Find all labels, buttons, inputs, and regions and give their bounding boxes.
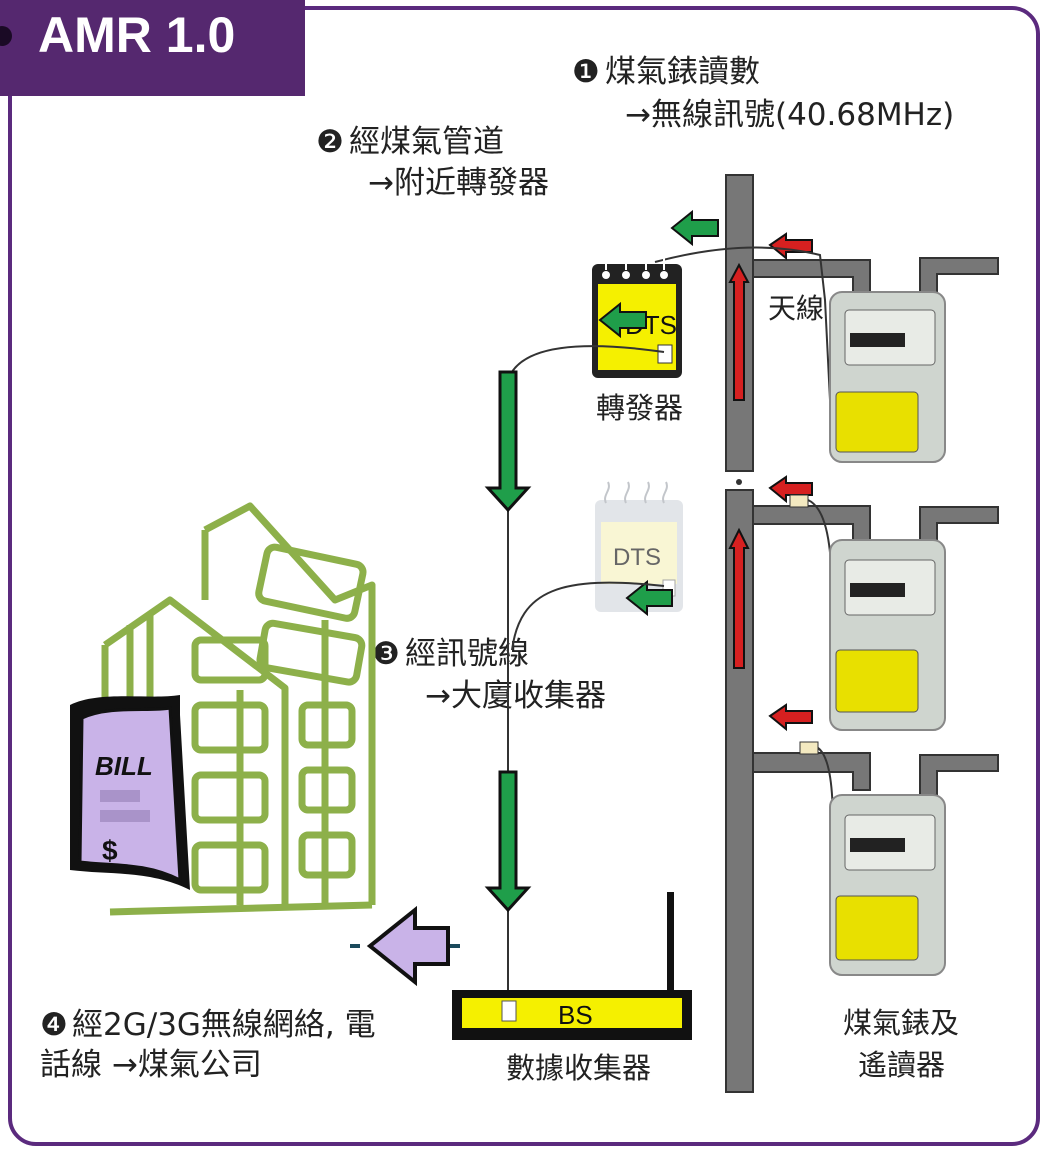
step-4-text: ❹ 經2G/3G無線網絡, 電 話線 →煤氣公司: [40, 1007, 376, 1083]
step-2-text: ❷ 經煤氣管道 →附近轉發器: [316, 124, 549, 201]
purple-arrow: [350, 905, 460, 987]
step-3-text: ❸ 經訊號線 →大廈收集器: [372, 636, 606, 714]
gas-meter-3: [829, 794, 946, 976]
meters-label-line2: 遙讀器: [858, 1048, 945, 1082]
step-2-line2: →附近轉發器: [368, 165, 549, 201]
diagram-title: AMR 1.0: [38, 7, 236, 63]
dts-box-faded: DTS: [595, 481, 683, 612]
branch-3: [752, 752, 871, 791]
dts-box-text: DTS: [613, 544, 661, 571]
building-illustration: [101, 502, 376, 916]
step-4-line2: 話線 →煤氣公司: [40, 1047, 262, 1083]
step-1-text: ❶ 煤氣錶讀數 →無線訊號(40.68MHz): [572, 54, 954, 133]
collector-label: 數據收集器: [506, 1051, 651, 1085]
bill-illustration: BILL $: [70, 695, 190, 890]
green-down-arrows: [484, 370, 532, 913]
bill-line: [100, 790, 140, 802]
branch-2: [752, 505, 871, 541]
step-3-line1: 經訊號線: [405, 636, 529, 672]
bill-line: [100, 810, 150, 822]
meters-label-line1: 煤氣錶及: [843, 1006, 959, 1040]
step-1-num: ❶: [572, 54, 600, 90]
antenna-label: 天線: [768, 292, 824, 325]
title-tab: AMR 1.0: [0, 0, 305, 96]
repeater-green-arrow: [598, 301, 647, 339]
step-3-line2: →大廈收集器: [425, 678, 606, 714]
sensor-3: [799, 741, 819, 755]
repeater-label: 轉發器: [596, 391, 683, 425]
pipe-joint: [736, 479, 742, 485]
red-up-arrows: [728, 262, 750, 669]
bill-text: BILL: [95, 751, 153, 781]
branch-1: [752, 259, 871, 294]
step-4-num: ❹: [40, 1007, 68, 1043]
title-dot: [0, 26, 12, 46]
step-2-line1: 經煤氣管道: [349, 124, 504, 160]
gas-meter-2: [829, 539, 946, 731]
step-2-num: ❷: [316, 124, 344, 160]
step-4-line1: 經2G/3G無線網絡, 電: [72, 1007, 376, 1043]
step-1-line2: →無線訊號(40.68MHz): [625, 97, 954, 133]
pipe-upper: [725, 174, 754, 472]
bill-dollar: $: [102, 835, 118, 866]
step-3-num: ❸: [372, 636, 400, 672]
bs-antenna: [667, 892, 674, 997]
sensor-2: [789, 494, 809, 508]
green-arrow-top: [670, 209, 719, 247]
bs-text: BS: [558, 1000, 593, 1030]
gas-meter-1: [829, 291, 946, 463]
pipe-lower: [725, 489, 754, 1093]
step-1-line1: 煤氣錶讀數: [605, 54, 760, 90]
base-station: BS: [452, 892, 692, 1040]
dts-green-arrow: [625, 579, 673, 617]
repeater-device: DTS: [592, 258, 682, 378]
gas-pipes: [725, 174, 999, 1093]
